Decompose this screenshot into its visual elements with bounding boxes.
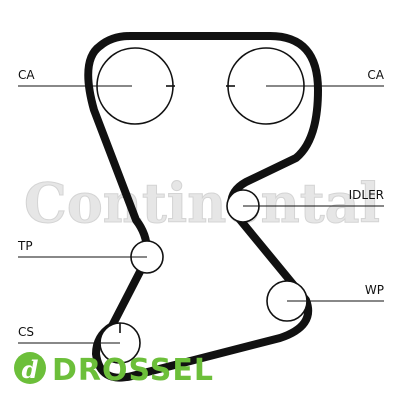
drossel-logo-icon [14,352,46,384]
camshaft-pulley-left [96,47,175,125]
continental-watermark: Continental [24,171,381,236]
label-camshaft-right: CA [367,68,384,82]
label-tensioner: TP [17,239,33,253]
timing-belt [84,32,322,382]
drossel-logo-text: DROSSEL [52,353,214,388]
label-camshaft-left: CA [18,68,35,82]
label-idler: IDLER [349,188,384,202]
drossel-logo-letter: d [22,355,39,384]
leader-lines [18,85,384,344]
label-water-pump: WP [365,283,384,297]
label-crankshaft: CS [18,325,34,339]
watermark-text: Continental [24,171,380,235]
drossel-logo: d DROSSEL [14,352,214,388]
